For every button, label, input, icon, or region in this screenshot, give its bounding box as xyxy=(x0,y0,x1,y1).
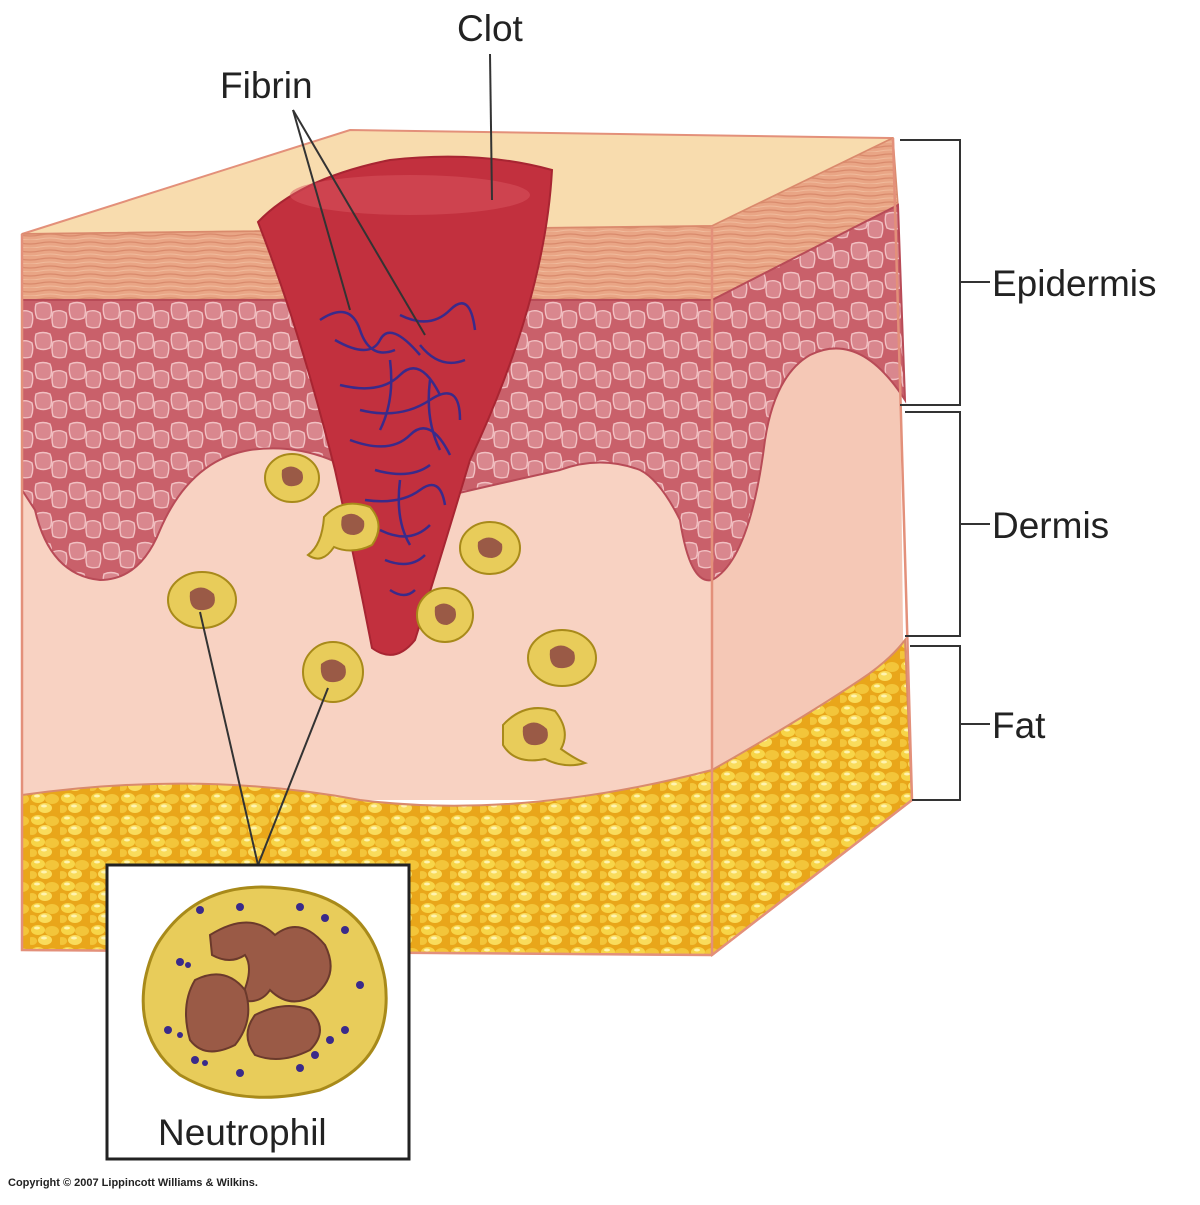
epidermis-label: Epidermis xyxy=(992,263,1157,304)
neutrophil-inset-cell xyxy=(143,887,386,1097)
neutrophil-label: Neutrophil xyxy=(158,1112,327,1153)
epidermis-bracket xyxy=(900,140,990,405)
fat-bracket xyxy=(910,646,990,800)
fibrin-label: Fibrin xyxy=(220,65,313,106)
dermis-bracket xyxy=(905,412,990,636)
clot-label: Clot xyxy=(457,8,524,49)
copyright-notice: Copyright © 2007 Lippincott Williams & W… xyxy=(8,1177,258,1189)
fat-label: Fat xyxy=(992,705,1046,746)
dermis-label: Dermis xyxy=(992,505,1109,546)
